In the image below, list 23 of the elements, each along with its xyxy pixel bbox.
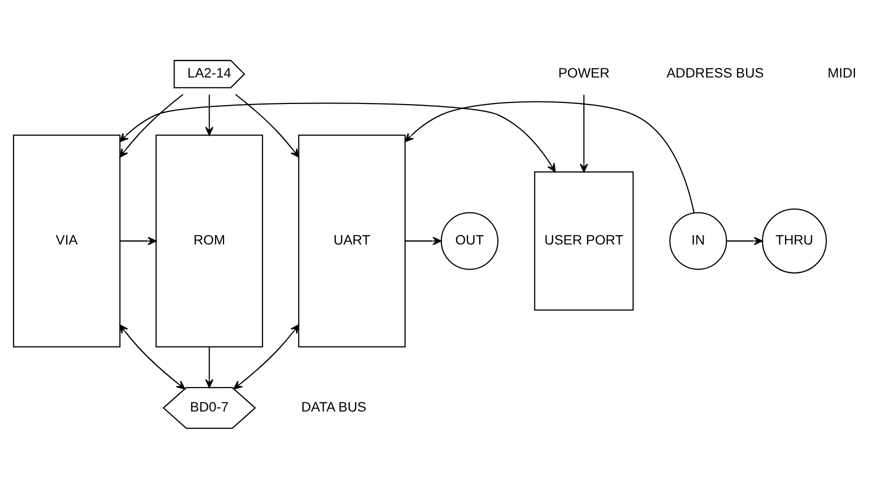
label: DATA BUS bbox=[300, 398, 366, 414]
arrow bbox=[118, 102, 556, 172]
node-circle: OUT bbox=[440, 212, 498, 270]
arrow bbox=[204, 94, 213, 136]
arrow bbox=[120, 236, 156, 245]
arrow bbox=[726, 236, 762, 245]
arrow bbox=[234, 94, 299, 158]
arrow bbox=[118, 324, 185, 389]
node-text: POWER bbox=[558, 65, 610, 80]
arrow bbox=[232, 324, 299, 389]
label: ADDRESS BUS bbox=[666, 65, 764, 80]
node-circle: IN bbox=[668, 212, 727, 270]
node-circle: THRU bbox=[761, 208, 826, 273]
arrow bbox=[118, 94, 183, 158]
arrow bbox=[404, 236, 441, 245]
node-box: VIA bbox=[12, 134, 120, 347]
node-box: UART bbox=[298, 134, 406, 347]
node-box: USER PORT bbox=[534, 170, 634, 310]
arrow bbox=[579, 94, 588, 172]
node-box: ROM bbox=[155, 134, 263, 347]
arrow bbox=[204, 346, 213, 388]
arrow bbox=[404, 100, 694, 212]
label: MIDI bbox=[827, 65, 856, 80]
